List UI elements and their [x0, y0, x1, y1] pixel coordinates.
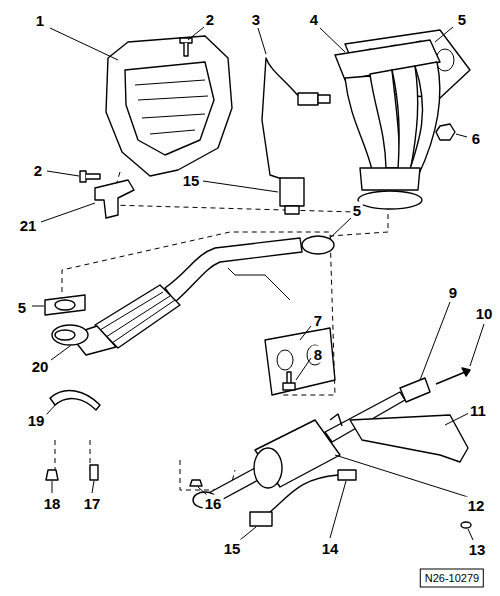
direction-arrow — [462, 368, 470, 376]
callout-number: 19 — [26, 412, 47, 429]
bolt — [80, 38, 192, 182]
bracket — [95, 180, 134, 218]
nut — [190, 480, 202, 486]
callout-number: 21 — [18, 217, 39, 234]
callout-number: 12 — [466, 497, 487, 514]
callout-number: 14 — [320, 540, 341, 557]
nut — [46, 470, 58, 480]
callout-number: 15 — [181, 172, 202, 189]
callout-number: 4 — [308, 11, 320, 28]
callout-number: 15 — [222, 540, 243, 557]
callout-number: 9 — [447, 284, 459, 301]
callout-number: 11 — [468, 402, 488, 419]
catalytic-converter — [193, 392, 405, 508]
callout-number: 3 — [250, 11, 262, 28]
clamp — [400, 378, 430, 402]
leader-lines — [32, 27, 484, 540]
callout-number: 16 — [203, 495, 224, 512]
callout-number: 6 — [470, 130, 482, 147]
callout-number: 2 — [204, 11, 216, 28]
callout-number: 7 — [312, 312, 324, 329]
callout-number: 20 — [30, 358, 51, 375]
callout-number: 5 — [16, 299, 28, 316]
lambda-sensor — [250, 470, 356, 526]
callout-number: 13 — [467, 541, 488, 558]
callout-number: 5 — [456, 11, 468, 28]
callout-number: 2 — [32, 162, 44, 179]
callout-number: 10 — [474, 305, 495, 322]
callout-number: 1 — [34, 12, 46, 29]
gasket — [265, 328, 335, 395]
bolt — [283, 372, 295, 390]
heat-shield — [106, 36, 232, 176]
callout-number: 8 — [312, 346, 324, 363]
flange-gasket — [45, 295, 85, 340]
drawing-reference: N26-10279 — [420, 569, 484, 588]
callout-number: 5 — [351, 202, 363, 219]
nut — [436, 124, 455, 140]
callout-number: 18 — [42, 495, 63, 512]
callout-number: 17 — [82, 495, 103, 512]
washer — [461, 522, 471, 528]
bolt — [90, 465, 98, 480]
bracket — [50, 391, 100, 410]
exhaust-manifold — [335, 40, 440, 209]
lambda-sensor — [262, 58, 330, 214]
